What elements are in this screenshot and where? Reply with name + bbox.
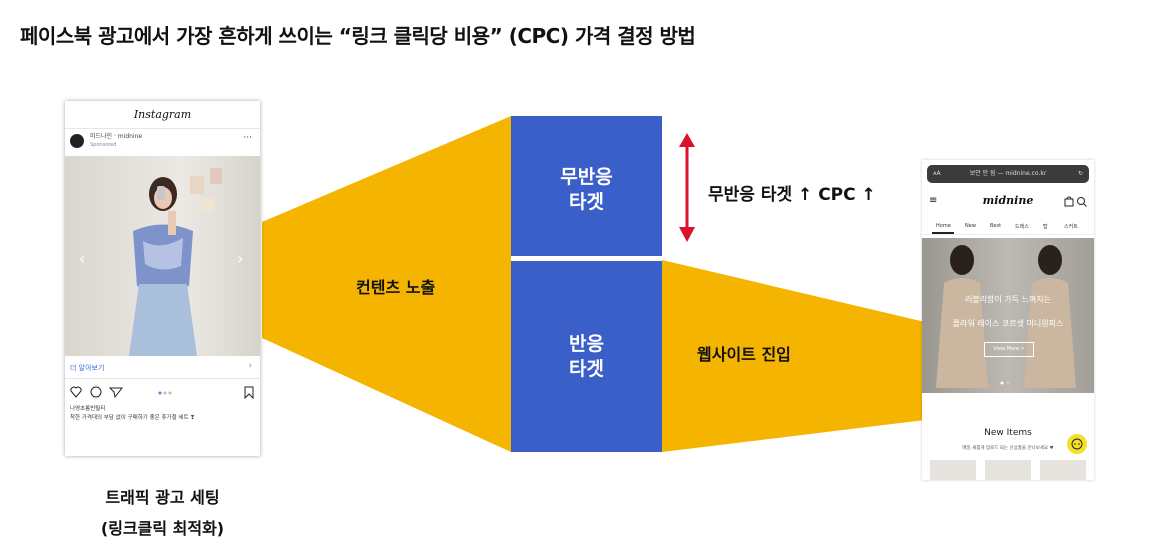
link-click-optimization-label: (링크클릭 최적화) [100, 519, 225, 538]
nav-skirt[interactable]: 스커트 [1064, 224, 1078, 230]
website-entry-label: 웹사이트 진입 [697, 345, 791, 364]
responsive-line2: 타겟 [569, 358, 604, 380]
hero-line-1: 러블리함이 가득 느껴지는 [964, 295, 1052, 304]
non-responsive-line2: 타겟 [569, 191, 604, 213]
cpc-arrow-down-head [679, 227, 695, 242]
caption-text: 착한 가격대의 부담 없이 구매하기 좋은 휴가철 세트 ❣ [70, 415, 195, 421]
nav-dress[interactable]: 드레스 [1015, 224, 1029, 230]
text-size-icon[interactable]: ᴀA [933, 170, 941, 177]
new-items-subtitle: 매일 새롭게 업로드 되는 신상품을 만나보세요 ♥ [962, 446, 1054, 451]
nav-home[interactable]: Home [936, 223, 951, 229]
learn-more-cta[interactable]: 더 알아보기 › [65, 358, 260, 379]
heart-icon [70, 386, 82, 398]
svg-text:›: › [237, 249, 243, 268]
share-icon [108, 387, 124, 399]
chat-icon[interactable] [1067, 434, 1087, 454]
hero-banner[interactable]: 러블리함이 가득 느껴지는 플라워 레이스 코르셋 미니원피스 View Mor… [922, 238, 1094, 393]
avatar [70, 134, 84, 148]
hero-line-2: 플라워 레이스 코르셋 미니원피스 [952, 319, 1064, 328]
chat-bubble-glyph [1071, 438, 1083, 450]
instagram-logo: Instagram [65, 101, 260, 129]
content-funnel-shape [262, 116, 511, 452]
product-thumbnail[interactable] [1040, 460, 1086, 480]
website-mockup: ᴀA 보안 안 됨 — midnine.co.kr ↻ ≡ midnine Ho… [922, 160, 1094, 480]
website-funnel-shape [662, 260, 925, 452]
header-icons [1064, 196, 1087, 207]
new-items-title: New Items [984, 428, 1032, 438]
traffic-ad-setting-label: 트래픽 광고 세팅 [105, 488, 220, 507]
url-text: 보안 안 됨 — midnine.co.kr [969, 170, 1047, 177]
content-exposure-label: 컨텐츠 노출 [356, 278, 436, 297]
model-photo-illustration: ‹ › [79, 168, 243, 356]
nav-top[interactable]: 탑 [1043, 224, 1048, 230]
more-options-icon[interactable]: ··· [243, 133, 252, 143]
responsive-target-label: 반응 타겟 [511, 332, 662, 382]
account-name: 미드나인 · midnine [90, 133, 143, 140]
site-nav: Home New Best 드레스 탑 스커트 [922, 220, 1094, 235]
carousel-dot-active [158, 391, 162, 395]
reload-icon[interactable]: ↻ [1077, 170, 1083, 177]
page-title: 페이스북 광고에서 가장 흔하게 쓰이는 “링크 클릭당 비용” (CPC) 가… [20, 24, 696, 48]
product-thumbnail[interactable] [930, 460, 976, 480]
instagram-ad-mockup: Instagram 미드나인 · midnine Sponsored ··· ‹… [65, 101, 260, 456]
cpc-note: 무반응 타겟 ↑ CPC ↑ [708, 185, 876, 205]
site-logo[interactable]: midnine [982, 194, 1034, 207]
bookmark-icon [244, 386, 254, 399]
product-thumbnail[interactable] [985, 460, 1031, 480]
nav-best[interactable]: Best [990, 223, 1002, 229]
svg-text:‹: ‹ [79, 249, 85, 268]
cpc-arrow-up-head [679, 133, 695, 147]
post-actions [70, 386, 254, 399]
hero-models-illustration [936, 245, 1076, 388]
non-responsive-line1: 무반응 [560, 166, 613, 188]
carousel-dot [168, 391, 172, 395]
comment-icon [90, 386, 102, 398]
new-items-thumbnails [930, 460, 1090, 480]
view-more-button[interactable]: View More > [984, 342, 1034, 357]
hamburger-menu-icon[interactable]: ≡ [929, 195, 938, 206]
responsive-block [511, 261, 662, 452]
learn-more-label: 더 알아보기 [70, 364, 105, 372]
search-icon [1077, 197, 1085, 205]
nav-new[interactable]: New [965, 223, 976, 229]
sponsored-label: Sponsored [90, 142, 117, 148]
caption-user: 나영초롱빈릴티 [70, 406, 106, 412]
ad-photo: ‹ › [65, 156, 260, 356]
carousel-dot [163, 391, 167, 395]
browser-url-bar[interactable]: ᴀA 보안 안 됨 — midnine.co.kr ↻ [927, 165, 1089, 183]
responsive-line1: 반응 [569, 333, 604, 355]
nav-active-underline [932, 232, 954, 234]
non-responsive-target-label: 무반응 타겟 [511, 165, 662, 215]
shopping-bag-icon [1064, 196, 1074, 207]
chevron-right-icon: › [248, 361, 252, 371]
non-responsive-block [511, 116, 662, 256]
